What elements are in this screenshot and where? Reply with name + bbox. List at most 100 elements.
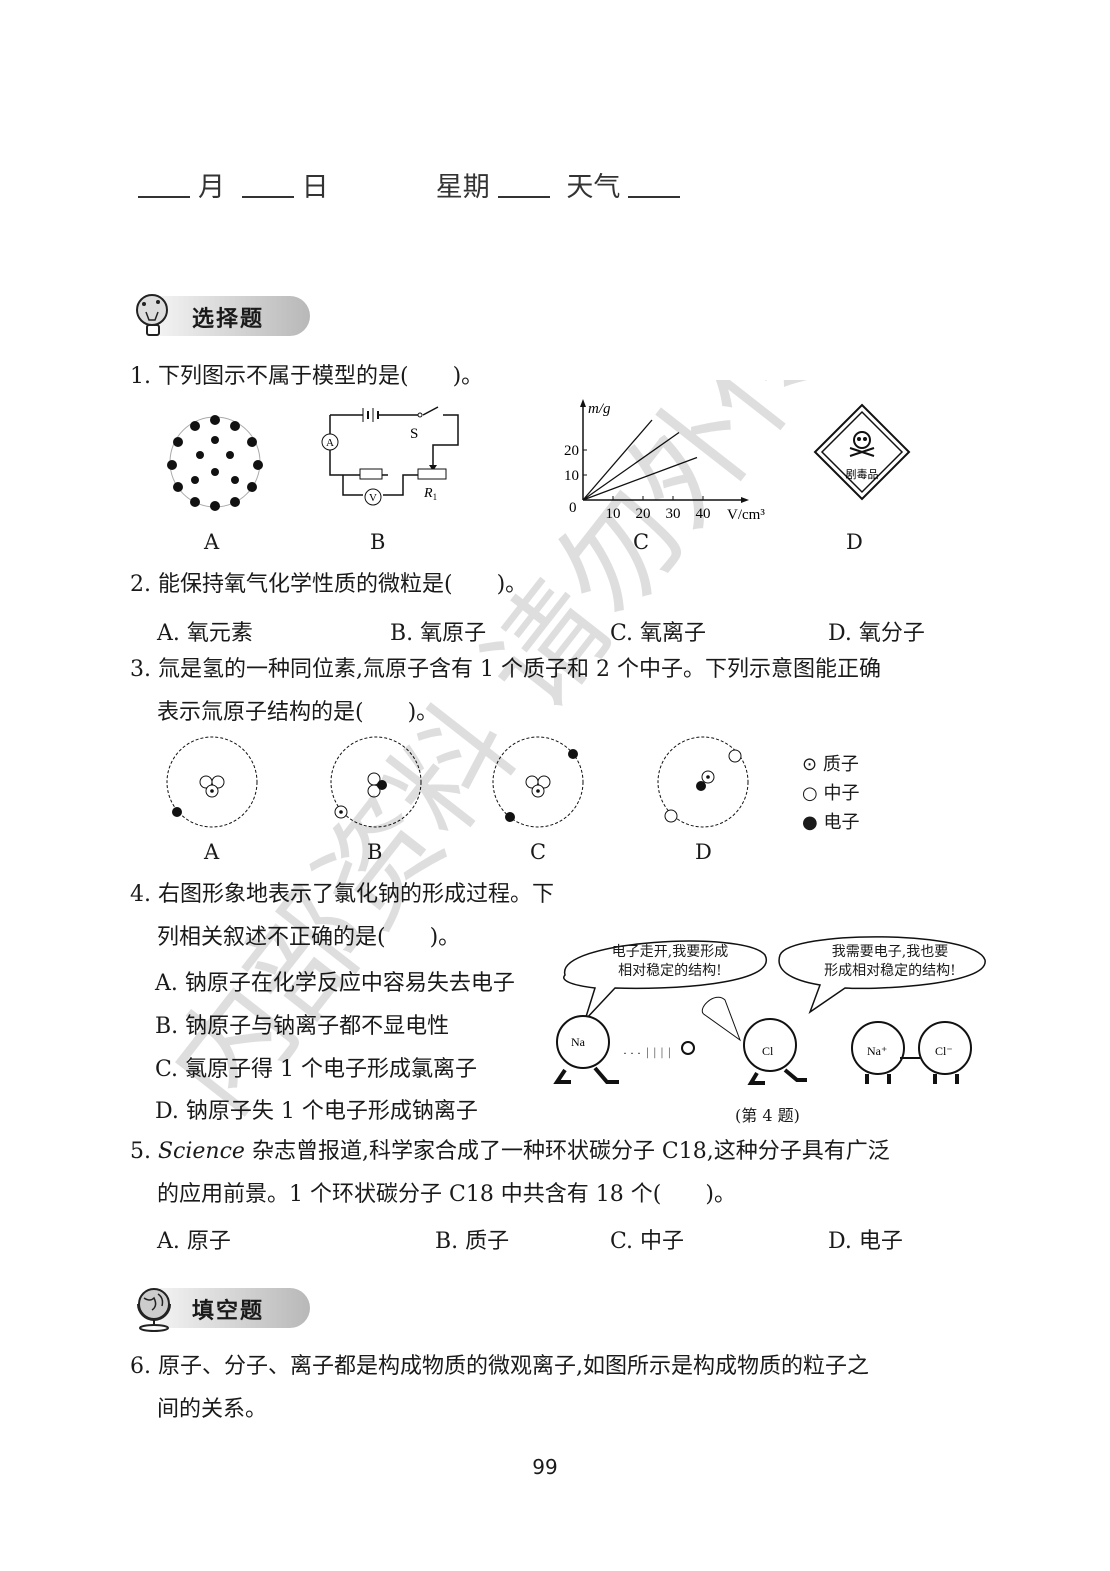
- legend-electron-label: 电子: [823, 812, 860, 833]
- q4-stem-line1: 4. 右图形象地表示了氯化钠的形成过程。下: [130, 882, 554, 907]
- q3-label-d: D: [695, 840, 712, 864]
- q1-stem: 1. 下列图示不属于模型的是( )。: [130, 364, 484, 389]
- x-tick-label: 20: [636, 506, 651, 522]
- q4-option-b[interactable]: B. 钠原子与钠离子都不显电性: [155, 1014, 450, 1039]
- bubble2-line2: 形成相对稳定的结构!: [824, 963, 956, 979]
- q5-option-c[interactable]: C. 中子: [610, 1229, 685, 1254]
- bubble1-line2: 相对稳定的结构!: [618, 963, 722, 979]
- section-header-choice: 选择题: [130, 292, 315, 340]
- q1-label-c: C: [633, 530, 650, 554]
- globe-icon: [137, 1288, 171, 1332]
- q4-stem-line2: 列相关叙述不正确的是( )。: [157, 925, 461, 950]
- weather-blank[interactable]: [628, 196, 681, 198]
- poison-sign-figure: 剧毒品: [813, 403, 911, 501]
- x-tick-label: 10: [606, 506, 621, 522]
- series-line-1: [582, 419, 653, 501]
- bubble2-line1: 我需要电子,我也要: [831, 944, 949, 960]
- fullerene-model-figure: [167, 415, 263, 511]
- svg-text:R1: R1: [423, 486, 437, 502]
- atom-a: [166, 736, 258, 828]
- y-axis-label: m/g: [588, 401, 611, 417]
- origin-label: 0: [569, 500, 577, 516]
- day-label: 日: [301, 172, 329, 203]
- day-blank[interactable]: [241, 196, 294, 198]
- bubble1-line1: 电子走开,我要形成: [611, 944, 729, 960]
- cl-ion-character: Cl⁻: [918, 1021, 972, 1084]
- weekday-label: 星期: [435, 172, 490, 203]
- q5-option-d[interactable]: D. 电子: [828, 1229, 903, 1254]
- x-axis-label: V/cm³: [727, 507, 765, 523]
- legend-neutron: ○ 中子: [802, 779, 859, 805]
- q5-stem-line1: 5. Science 杂志曾报道,科学家合成了一种环状碳分子 C18,这种分子具…: [130, 1139, 890, 1164]
- q1-label-d: D: [846, 530, 863, 554]
- na-ion-label: Na⁺: [867, 1044, 887, 1058]
- legend-proton-label: 质子: [822, 754, 859, 775]
- atom-diagrams: [166, 736, 749, 828]
- q4-option-a[interactable]: A. 钠原子在化学反应中容易失去电子: [155, 971, 515, 996]
- x-tick-label: 30: [666, 506, 681, 522]
- q3-label-a: A: [204, 840, 220, 864]
- cl-label: Cl: [762, 1044, 774, 1058]
- legend-neutron-label: 中子: [823, 783, 860, 804]
- q5-stem-text: 杂志曾报道,科学家合成了一种环状碳分子 C18,这种分子具有广泛: [244, 1139, 890, 1164]
- atom-b: [330, 736, 422, 828]
- mass-volume-chart: 10 20 30 40 10 20 m/g V/cm³ 0: [564, 399, 765, 523]
- q3-stem-line2: 表示氚原子结构的是( )。: [157, 700, 439, 725]
- month-blank[interactable]: [138, 196, 190, 198]
- rheostat-subscript: 1: [433, 492, 438, 502]
- section-title: 填空题: [192, 1299, 265, 1324]
- q2-option-c[interactable]: C. 氧离子: [610, 621, 707, 646]
- section-header-fill: 填空题: [130, 1284, 315, 1332]
- section-pill: [160, 296, 310, 336]
- ammeter-label: A: [326, 437, 334, 449]
- rheostat-label: R: [423, 486, 433, 501]
- month-label: 月: [198, 172, 225, 203]
- atom-c: [492, 736, 584, 828]
- q5-option-b[interactable]: B. 质子: [435, 1229, 510, 1254]
- q6-stem-line2: 间的关系。: [157, 1397, 268, 1422]
- y-tick-label: 10: [564, 468, 579, 484]
- lightbulb-icon: [136, 294, 168, 336]
- series-line-2: [582, 431, 680, 501]
- poison-label: 剧毒品: [846, 468, 879, 481]
- date-weather-header: 月 日 星期 天气: [130, 165, 688, 204]
- q2-option-d[interactable]: D. 氧分子: [828, 621, 925, 646]
- q4-option-c[interactable]: C. 氯原子得 1 个电子形成氯离子: [155, 1057, 478, 1082]
- page-number: 99: [532, 1455, 558, 1479]
- electron-character: [681, 1041, 695, 1055]
- speech-bubble-na: 电子走开,我要形成相对稳定的结构!: [590, 943, 750, 981]
- q1-label-a: A: [204, 530, 220, 554]
- q3-label-b: B: [367, 840, 383, 864]
- series-line-3: [582, 456, 698, 501]
- q5-stem-line2: 的应用前景。1 个环状碳分子 C18 中共含有 18 个( )。: [157, 1182, 736, 1207]
- y-tick-label: 20: [564, 443, 579, 459]
- q2-option-a[interactable]: A. 氧元素: [157, 621, 253, 646]
- journal-name: Science: [157, 1139, 245, 1164]
- butterfly-net: [702, 996, 742, 1042]
- voltmeter-label: V: [369, 492, 377, 504]
- q3-label-c: C: [530, 840, 547, 864]
- figure-caption: (第 4 题): [735, 1106, 800, 1125]
- q5-option-a[interactable]: A. 原子: [157, 1229, 231, 1254]
- cl-ion-label: Cl⁻: [935, 1044, 953, 1058]
- weekday-blank[interactable]: [497, 196, 550, 198]
- q3-stem-line1: 3. 氚是氢的一种同位素,氚原子含有 1 个质子和 2 个中子。下列示意图能正确: [130, 657, 881, 682]
- q2-stem: 2. 能保持氧气化学性质的微粒是( )。: [130, 572, 528, 597]
- atom-d: [657, 736, 749, 828]
- switch-label: S: [410, 426, 418, 442]
- na-atom-character: Na: [553, 1015, 619, 1084]
- x-tick-label: 40: [696, 506, 711, 522]
- electron-trail: · · · ᛁᛁᛁᛁ: [623, 1046, 673, 1060]
- q4-option-d[interactable]: D. 钠原子失 1 个电子形成钠离子: [155, 1099, 478, 1124]
- na-label: Na: [571, 1035, 586, 1049]
- section-title: 选择题: [192, 307, 265, 332]
- na-ion-character: Na⁺: [851, 1021, 905, 1084]
- q2-option-b[interactable]: B. 氧原子: [390, 621, 487, 646]
- electron-icon: ●: [802, 812, 818, 833]
- q6-stem-line1: 6. 原子、分子、离子都是构成物质的微观离子,如图所示是构成物质的粒子之: [130, 1354, 869, 1379]
- speech-bubble-cl: 我需要电子,我也要形成相对稳定的结构!: [800, 943, 980, 981]
- sodium-chloride-cartoon: Na · · · ᛁᛁᛁᛁ Cl Na⁺ Cl⁻: [553, 936, 986, 1085]
- cl-atom-character: Cl: [743, 1018, 807, 1085]
- q1-label-b: B: [370, 530, 386, 554]
- proton-icon: ⊙: [802, 754, 818, 775]
